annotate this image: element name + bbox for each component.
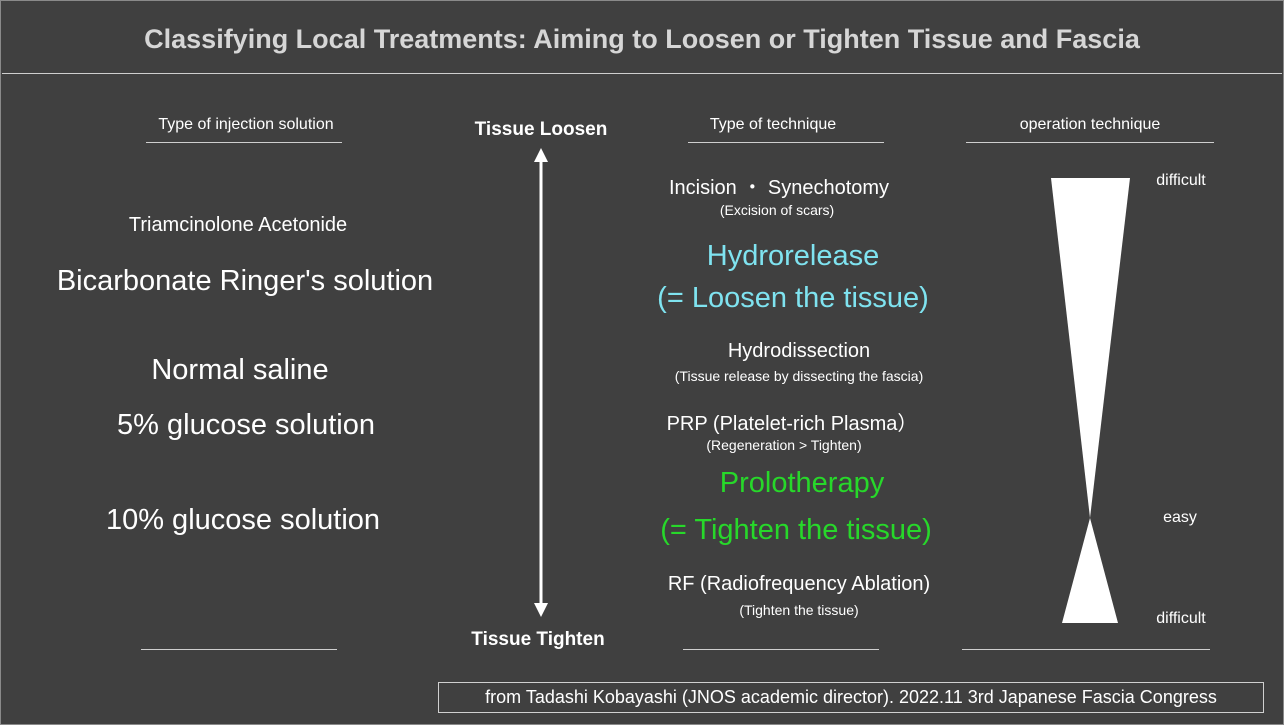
footer-operation-rule (962, 649, 1210, 650)
technique-hydrodissection: Hydrodissection (727, 340, 871, 362)
difficulty-wedge-bottom (1062, 518, 1118, 623)
technique-hydrodissection-sub: (Tissue release by dissecting the fascia… (674, 368, 924, 384)
solution-triamcinolone: Triamcinolone Acetonide (128, 214, 348, 236)
header-injection-solution: Type of injection solution (158, 116, 334, 133)
footer-injection-rule (141, 649, 337, 650)
source-citation: from Tadashi Kobayashi (JNOS academic di… (438, 682, 1264, 713)
solution-5-glucose: 5% glucose solution (117, 409, 375, 441)
technique-rf: RF (Radiofrequency Ablation) (667, 573, 931, 595)
header-technique: Type of technique (709, 116, 837, 133)
header-operation-rule (966, 142, 1214, 143)
header-operation-technique: operation technique (1019, 116, 1161, 133)
technique-hydrorelease: Hydrorelease (706, 240, 880, 272)
loosen-tighten-arrow (534, 148, 548, 617)
solution-bicarbonate-ringer: Bicarbonate Ringer's solution (56, 265, 434, 297)
axis-label-tighten: Tissue Tighten (471, 629, 605, 650)
difficulty-wedge-top (1051, 178, 1130, 518)
technique-prp: PRP (Platelet-rich Plasma） (666, 413, 918, 435)
technique-incision-sub: (Excision of scars) (719, 202, 835, 218)
arrow-head-down (534, 603, 548, 617)
technique-incision: Incision ・ Synechotomy (668, 177, 890, 199)
arrow-head-up (534, 148, 548, 162)
footer-technique-rule (683, 649, 879, 650)
header-technique-rule (688, 142, 884, 143)
title-divider (2, 73, 1282, 74)
difficulty-bottom: difficult (1156, 610, 1206, 627)
technique-rf-sub: (Tighten the tissue) (739, 602, 859, 618)
difficulty-middle: easy (1163, 509, 1197, 526)
solution-10-glucose: 10% glucose solution (105, 504, 381, 536)
header-injection-rule (146, 142, 342, 143)
slide-title: Classifying Local Treatments: Aiming to … (144, 24, 1140, 54)
technique-hydrorelease-sub: (= Loosen the tissue) (657, 282, 929, 314)
solution-normal-saline: Normal saline (151, 354, 329, 386)
technique-prolotherapy: Prolotherapy (719, 467, 885, 499)
technique-prolotherapy-sub: (= Tighten the tissue) (660, 514, 932, 546)
difficulty-top: difficult (1156, 172, 1206, 189)
axis-label-loosen: Tissue Loosen (474, 119, 608, 140)
technique-prp-sub: (Regeneration > Tighten) (706, 437, 862, 453)
